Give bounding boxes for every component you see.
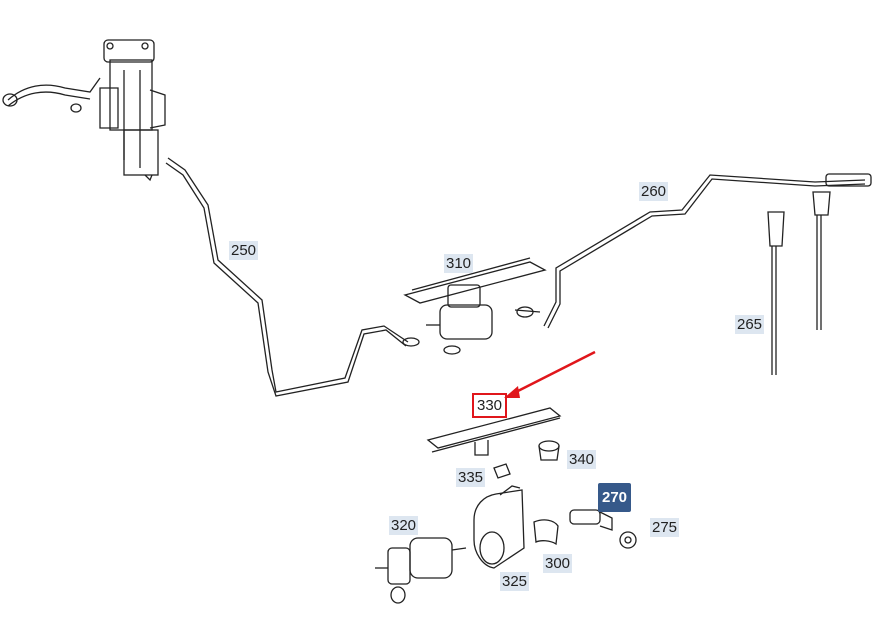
cap-275-part: [619, 531, 637, 549]
line-250-part: [165, 157, 420, 397]
hose-line-part: [2, 77, 101, 113]
grommet-340-part: [538, 440, 560, 461]
callout-340[interactable]: 340: [567, 450, 597, 469]
bracket-310-part: [403, 257, 547, 355]
elbow-270-part: [569, 509, 613, 531]
callout-320[interactable]: 320: [389, 516, 419, 535]
callout-275[interactable]: 275: [650, 518, 680, 537]
callout-260[interactable]: 260: [639, 182, 669, 201]
callout-250[interactable]: 250: [229, 241, 259, 260]
callout-335[interactable]: 335: [456, 468, 486, 487]
holder-325-part: [473, 485, 525, 569]
callout-325[interactable]: 325: [500, 572, 530, 591]
pump-320-part: [375, 537, 467, 604]
clip-300-part: [533, 519, 559, 546]
callout-265[interactable]: 265: [735, 315, 765, 334]
callout-330[interactable]: 330: [471, 393, 508, 418]
highlight-arrow: [504, 350, 596, 398]
nozzle-335-part: [493, 463, 511, 479]
callout-270[interactable]: 270: [598, 483, 632, 512]
callout-300[interactable]: 300: [543, 554, 573, 573]
line-260-part: [543, 173, 872, 329]
bracket-330-part: [426, 407, 562, 456]
pump-assembly: [99, 39, 166, 182]
callout-310[interactable]: 310: [444, 254, 474, 273]
rod-265-part: [767, 191, 831, 375]
